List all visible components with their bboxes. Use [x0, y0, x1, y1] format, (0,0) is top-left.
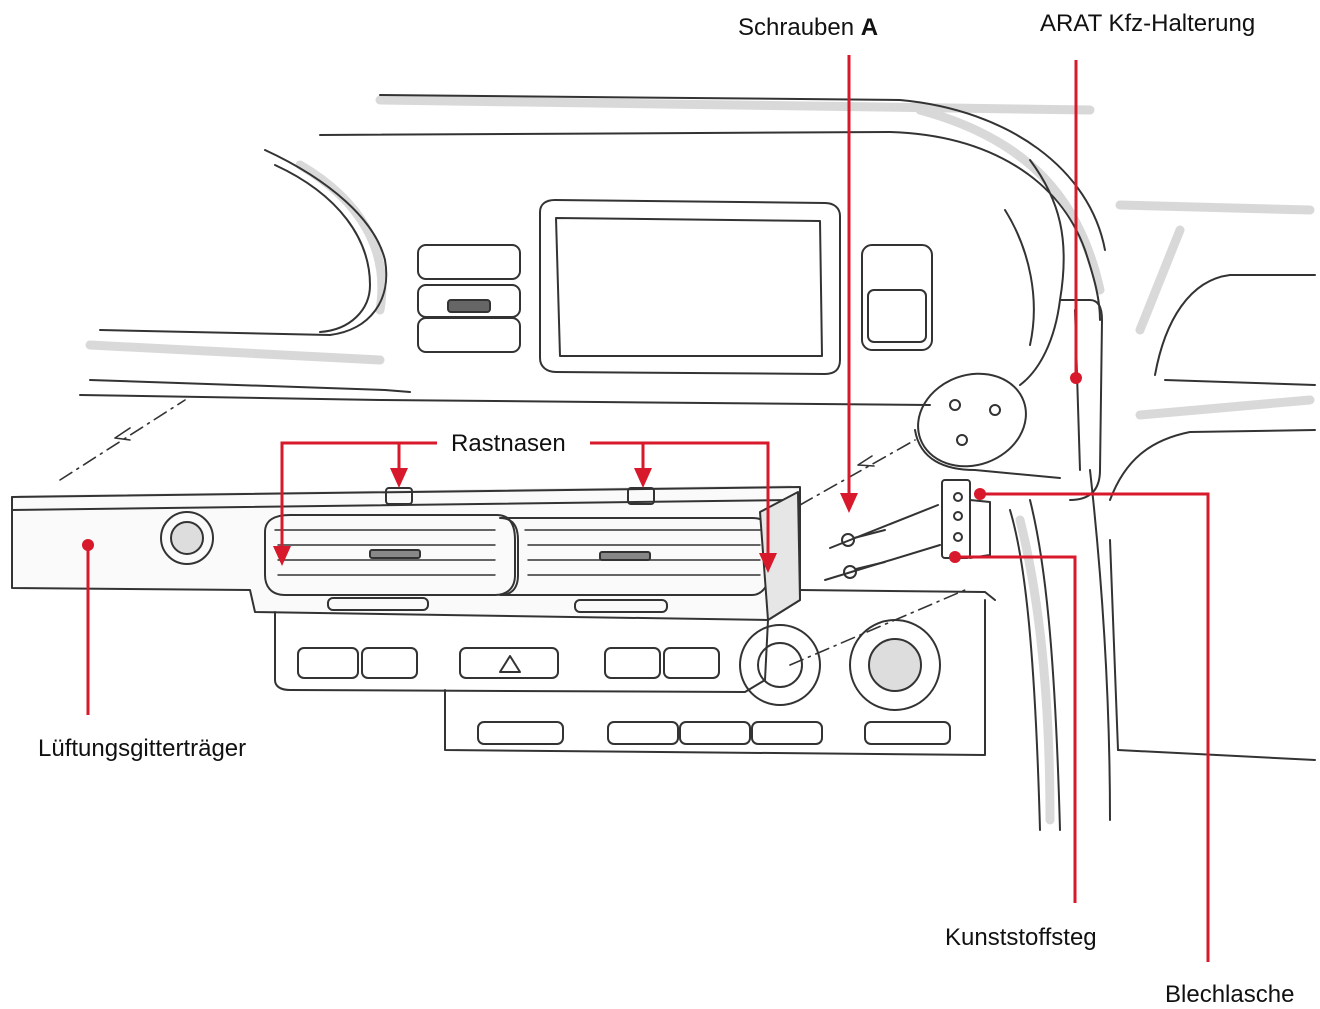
label-vent-carrier: Lüftungsgitterträger	[38, 735, 247, 762]
label-latch-lugs: Rastnasen	[451, 430, 566, 457]
callout-dots	[82, 372, 1082, 563]
screw-a-upper	[829, 504, 939, 549]
label-screws-a: Schrauben A	[738, 16, 878, 40]
label-arat-holder: ARAT Kfz-Halterung	[1040, 10, 1256, 37]
dashboard-sketch	[11, 94, 1316, 831]
callout-lines	[86, 55, 1210, 962]
screw-a-lower	[824, 544, 941, 581]
label-screws-letter: A	[860, 14, 879, 41]
label-plastic-bar: Kunststoffsteg	[945, 924, 1097, 951]
label-screws-text: Schrauben	[738, 14, 855, 41]
callout-arrowheads	[273, 468, 858, 573]
label-sheet-tab: Blechlasche	[1165, 981, 1295, 1008]
